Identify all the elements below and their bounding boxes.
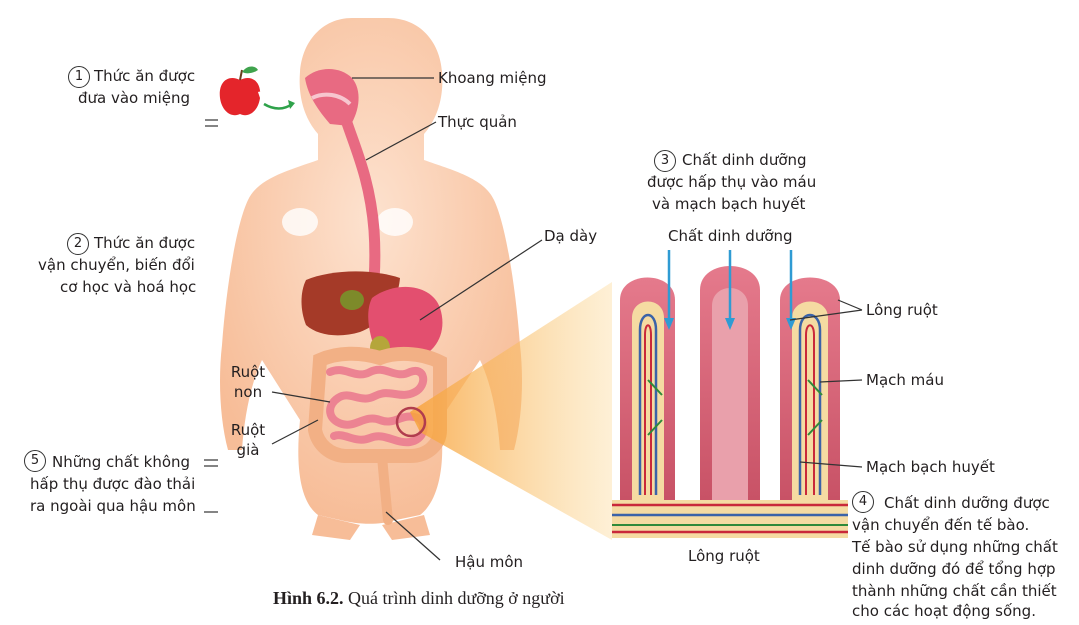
figure-caption: Hình 6.2. Quá trình dinh dưỡng ở người <box>273 588 565 609</box>
step-5-number: 5 <box>24 450 46 472</box>
step-4-line6: cho các hoạt động sống. <box>852 602 1036 620</box>
step-2-number: 2 <box>67 233 89 255</box>
label-mouth: Khoang miệng <box>438 69 547 87</box>
apple-icon <box>219 66 263 116</box>
apple-arrow <box>263 102 293 110</box>
step-2-line2: vận chuyển, biến đổi <box>38 256 195 274</box>
step-4-line5: thành những chất cần thiết <box>852 582 1057 600</box>
label-small-intestine-1: Ruột <box>230 363 266 381</box>
villi-cross-section <box>612 266 848 538</box>
caption-text: Quá trình dinh dưỡng ở người <box>348 588 565 608</box>
label-stomach: Dạ dày <box>544 227 598 245</box>
step-2-line3: cơ học và hoá học <box>60 278 197 296</box>
step-5-line3: ra ngoài qua hậu môn <box>30 497 196 515</box>
step-3-line3: và mạch bạch huyết <box>652 195 806 213</box>
label-large-intestine-2: già <box>236 441 260 459</box>
label-villi-bottom: Lông ruột <box>688 547 760 565</box>
step-1-line2: đưa vào miệng <box>78 89 191 107</box>
step-5-line1: Những chất không <box>52 453 191 471</box>
step-4-line1: Chất dinh dưỡng được <box>884 494 1050 512</box>
step-3-line1: Chất dinh dưỡng <box>682 151 807 169</box>
small-intestine <box>326 365 428 447</box>
zoom-beam <box>410 282 612 540</box>
step-4-line3: Tế bào sử dụng những chất <box>852 538 1058 556</box>
caption-figure-number: Hình 6.2. <box>273 588 344 608</box>
step-4-number: 4 <box>852 491 874 513</box>
zoom-circle <box>395 406 427 438</box>
nutrient-arrows <box>664 250 796 330</box>
step-1-number: 1 <box>68 66 90 88</box>
label-lymph-vessel: Mạch bạch huyết <box>866 458 995 476</box>
label-nutrients: Chất dinh dưỡng <box>668 227 793 245</box>
step-1-line1: Thức ăn được <box>94 67 196 85</box>
step-4-line2: vận chuyển đến tế bào. <box>852 516 1030 534</box>
label-villi: Lông ruột <box>866 301 938 319</box>
step-3-number: 3 <box>654 150 676 172</box>
label-large-intestine-1: Ruột <box>230 421 266 439</box>
label-blood-vessel: Mạch máu <box>866 371 944 389</box>
step-2-line1: Thức ăn được <box>94 234 196 252</box>
label-small-intestine-2: non <box>233 383 263 401</box>
rectum <box>377 451 393 525</box>
leader-lines <box>204 77 863 561</box>
step-3-line2: được hấp thụ vào máu <box>647 173 817 191</box>
label-esophagus: Thực quản <box>438 113 517 131</box>
mouth-cavity <box>305 69 359 126</box>
label-anus: Hậu môn <box>455 553 524 571</box>
step-4-line4: dinh dưỡng đó để tổng hợp <box>852 560 1056 578</box>
step-5-line2: hấp thụ được đào thải <box>30 475 196 493</box>
